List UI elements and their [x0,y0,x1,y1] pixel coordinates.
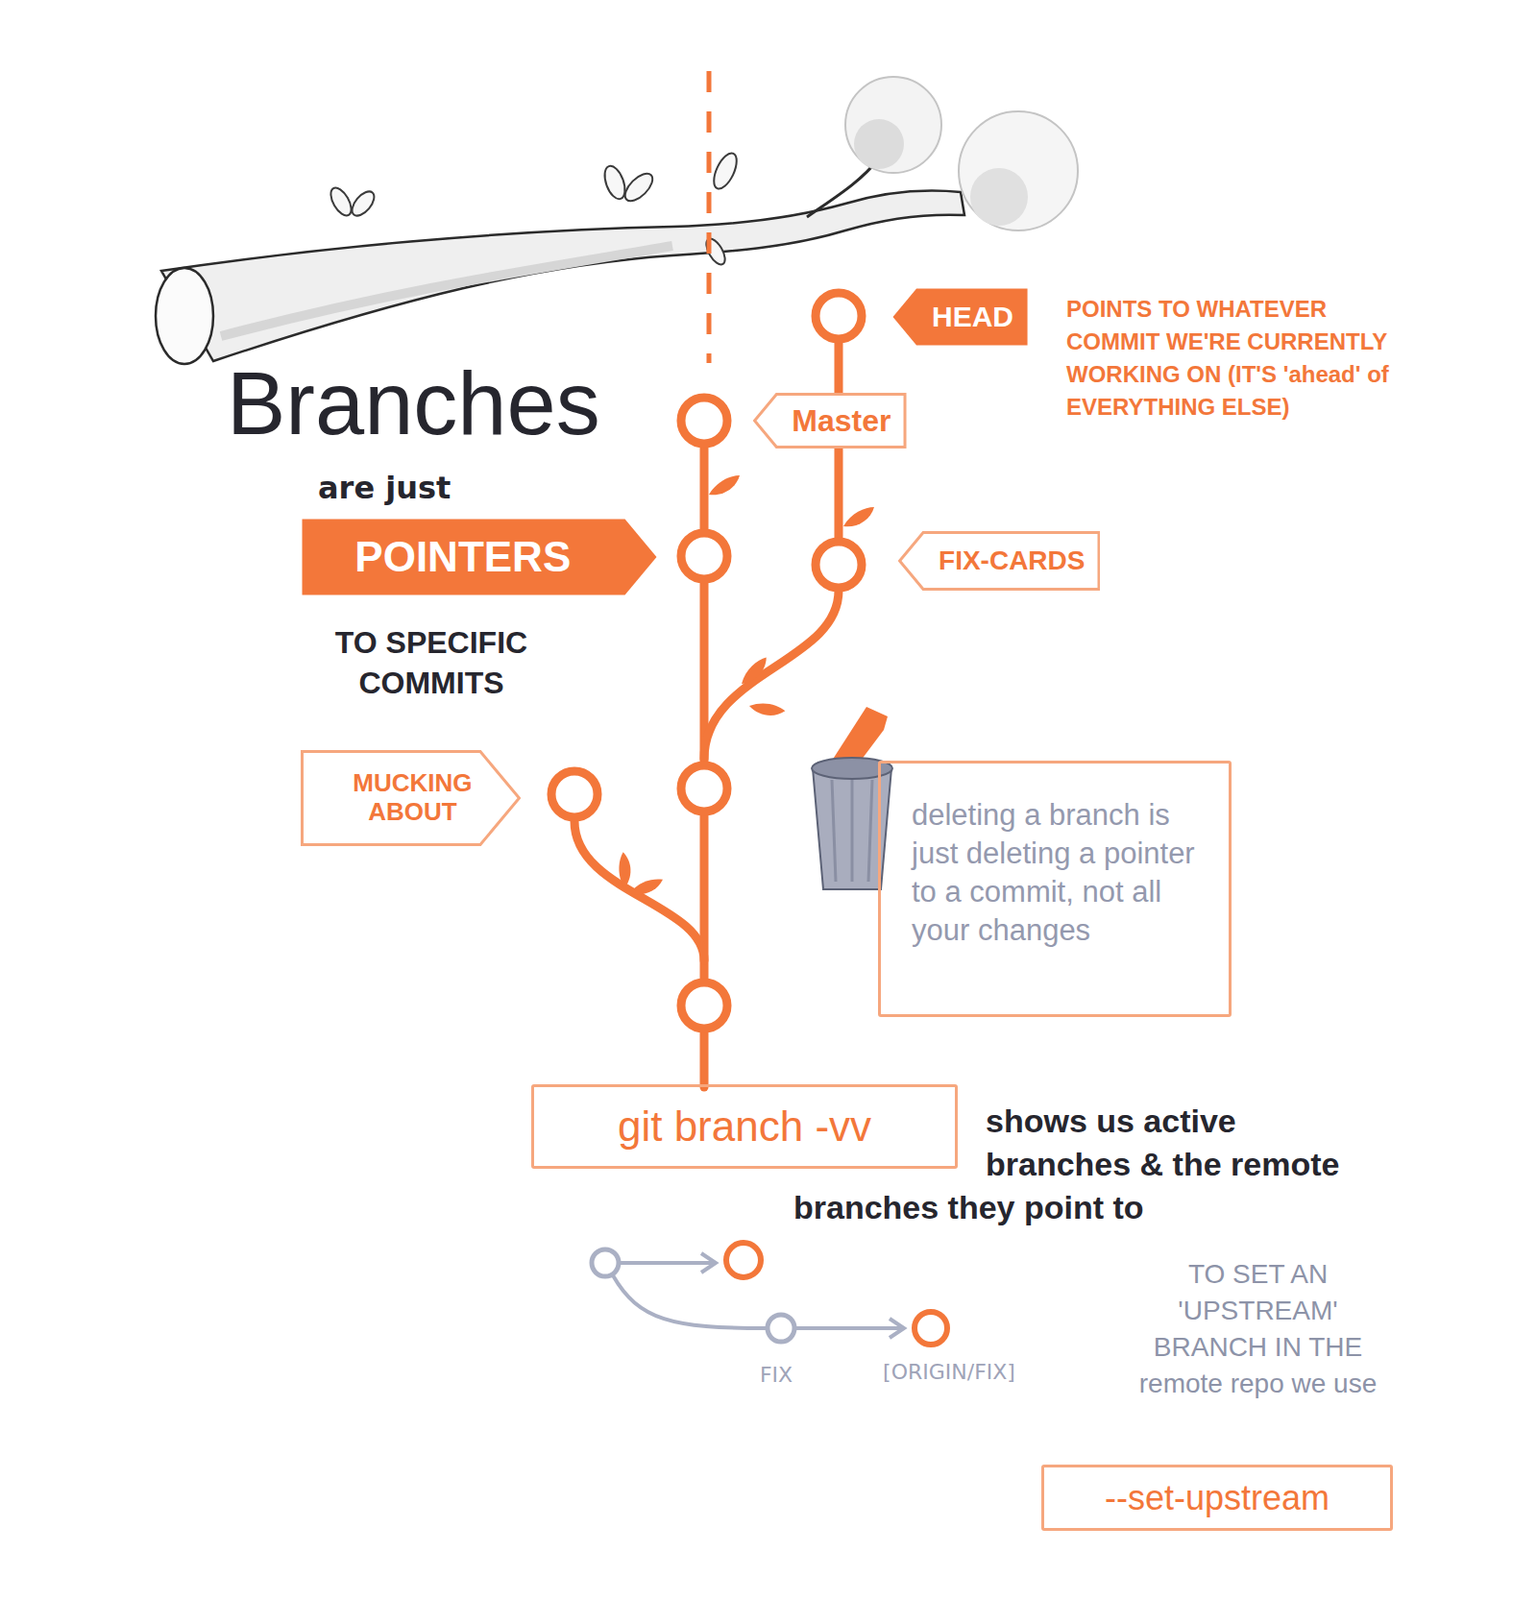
tag-outline [302,752,520,846]
puffball [845,76,942,173]
can-ridges [831,780,873,882]
local-commit [591,1249,619,1277]
pointer-tag: HEAD [891,287,1029,347]
annotation-block: shows us active branches & the remote br… [793,1099,1351,1230]
indent-spacer [793,1099,986,1185]
upstream-sketch [591,1243,948,1345]
leaves [326,149,742,268]
dashed-line [707,71,712,364]
tag-text: POINTERS [354,533,571,583]
note-box: deleting a branch is just deleting a poi… [878,760,1232,1018]
branch-label: FIX [699,1362,854,1390]
local-commit [767,1315,795,1342]
branch-tag: Master [753,392,907,449]
tag-text: HEAD [931,300,1014,335]
commit [681,533,728,580]
commit [681,765,728,812]
leaf [749,691,786,727]
subtitle-text: are just [317,468,568,508]
tree-limb [155,76,1078,365]
commit [681,982,728,1029]
branch-label: [ORIGIN/FIX] [857,1359,1041,1387]
command-box: git branch -vv [531,1084,958,1170]
annotation: TO SET AN 'UPSTREAM' BRANCH IN THE remot… [1125,1256,1391,1403]
leaf [620,169,658,206]
leaf [629,874,663,900]
branch-curve [612,1275,766,1329]
tag-outline [893,289,1028,346]
title: Branches [226,357,601,451]
commit [815,541,862,588]
pointer-tag: POINTERS [300,517,659,597]
tag-outline [900,533,1099,590]
annotation: shows us active branches & the remote br… [793,1102,1340,1226]
puffball-shade [970,168,1028,226]
tag-text: FIX-CARDS [938,545,1085,577]
twig [806,158,879,218]
puffball-shade [853,119,904,170]
graph-leaves [608,475,875,900]
limb [161,191,965,363]
command-box: --set-upstream [1041,1464,1393,1532]
branch-tag: FIX-CARDS [898,531,1100,591]
leaf [608,852,641,889]
limb-shade [220,245,673,337]
commit [681,397,728,444]
leaf [708,475,740,495]
leaf [843,507,875,527]
tag-text: MUCKING ABOUT [330,769,494,828]
annotation: POINTS TO WHATEVER COMMIT WE'RE CURRENTL… [1066,292,1398,424]
leaf [708,149,741,193]
arrow-head [889,1318,904,1339]
limb-cut [155,268,214,365]
leaf [736,657,772,684]
box-text: deleting a branch is just deleting a poi… [911,796,1212,951]
tag-text: Master [791,403,891,440]
puffball [958,111,1078,231]
remote-commit [914,1312,948,1345]
remote-commit [726,1243,761,1278]
tag-outline [755,394,906,448]
tag-outline [302,519,658,596]
arrow-line [620,1261,713,1266]
arrow-line [796,1326,902,1331]
box-text: git branch -vv [617,1101,872,1153]
leaf [326,184,356,220]
branch-line [704,316,839,759]
branch-tag: MUCKING ABOUT [300,750,521,847]
commit [815,292,862,340]
branch-line [574,794,705,961]
arrow-head [701,1253,716,1273]
subtitle-text: TO SPECIFIC COMMITS [305,622,558,704]
leaf [347,187,379,220]
box-text: --set-upstream [1104,1477,1330,1519]
commit [551,771,598,818]
